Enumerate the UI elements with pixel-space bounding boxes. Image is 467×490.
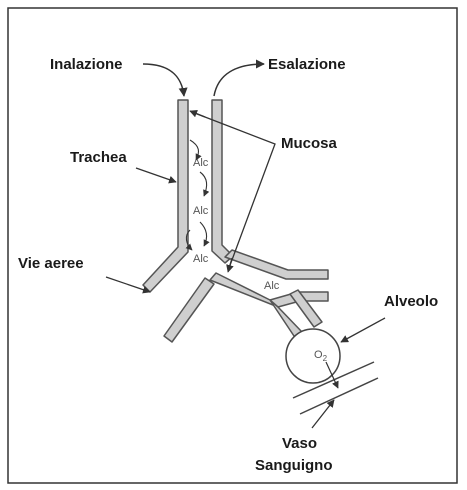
label-vessel-line1: Vaso [282, 435, 317, 452]
marker-alc-2: Alc [193, 205, 209, 217]
label-vessel-line2: Sanguigno [255, 457, 333, 474]
label-trachea: Trachea [70, 149, 127, 166]
label-alveolus: Alveolo [384, 293, 438, 310]
marker-alc-3: Alc [193, 253, 209, 265]
label-mucosa: Mucosa [281, 135, 338, 152]
diagram-frame [8, 8, 457, 483]
marker-alc-1: Alc [193, 157, 209, 169]
label-airways: Vie aeree [18, 255, 84, 272]
label-inhalation: Inalazione [50, 56, 123, 73]
label-exhalation: Esalazione [268, 56, 346, 73]
marker-alc-4: Alc [264, 280, 280, 292]
